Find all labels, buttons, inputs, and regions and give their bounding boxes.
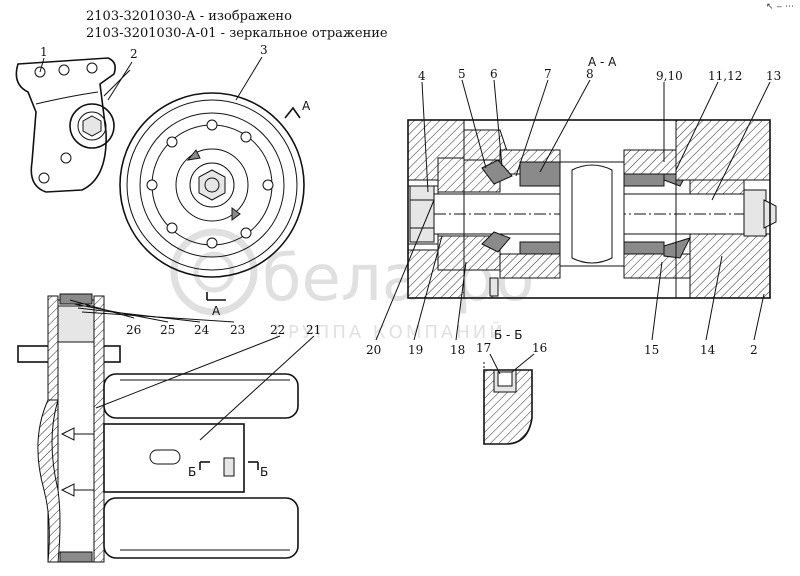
callout-22: 22 [270, 323, 285, 337]
callout-leaders-top-left [39, 56, 263, 101]
section-mark-a-top: А [302, 99, 311, 113]
callout-16: 16 [532, 341, 547, 355]
section-mark-a-bottom: А [212, 304, 221, 318]
assembly-bottom-view [17, 293, 299, 563]
section-bb-view [483, 353, 535, 446]
callout-5: 5 [458, 67, 466, 81]
callout-2: 2 [130, 47, 138, 61]
callout-11-12: 11,12 [708, 69, 742, 83]
callout-14: 14 [700, 343, 716, 357]
caption-line-1: 2103-3201030-А - изображено [86, 9, 292, 24]
callout-15: 15 [644, 343, 659, 357]
roller-wheel-view: А А [119, 92, 311, 318]
callout-leaders-bottom [69, 299, 315, 441]
callout-18: 18 [450, 343, 465, 357]
section-mark-b-left: Б [188, 465, 196, 479]
caption-line-2: 2103-3201030-А-01 - зеркальное отражение [86, 26, 388, 41]
callout-4: 4 [418, 69, 426, 83]
corner-mark: ↖ ‒ ⋯ [766, 2, 794, 12]
callout-21: 21 [306, 323, 321, 337]
section-title-aa: А - А [588, 55, 617, 69]
callout-26: 26 [126, 323, 141, 337]
callout-9-10: 9,10 [656, 69, 683, 83]
callout-13: 13 [766, 69, 781, 83]
callout-8: 8 [586, 67, 594, 81]
bracket-view [15, 57, 131, 193]
callout-leaders-aa [375, 79, 771, 341]
section-aa-view [407, 119, 777, 299]
callout-1: 1 [40, 45, 48, 59]
callout-23: 23 [230, 323, 245, 337]
callout-24: 24 [194, 323, 210, 337]
callout-6: 6 [490, 67, 498, 81]
callout-20: 20 [366, 343, 381, 357]
callout-19: 19 [408, 343, 423, 357]
callout-17: 17 [476, 341, 491, 355]
callout-2-aa: 2 [750, 343, 758, 357]
callout-25: 25 [160, 323, 175, 337]
section-mark-b-right: Б [260, 465, 268, 479]
watermark-subtitle: ГРУППА КОМПАНИЙ [274, 321, 506, 343]
section-title-bb: Б - Б [494, 328, 522, 342]
callout-3: 3 [260, 43, 268, 57]
callout-7: 7 [544, 67, 552, 81]
